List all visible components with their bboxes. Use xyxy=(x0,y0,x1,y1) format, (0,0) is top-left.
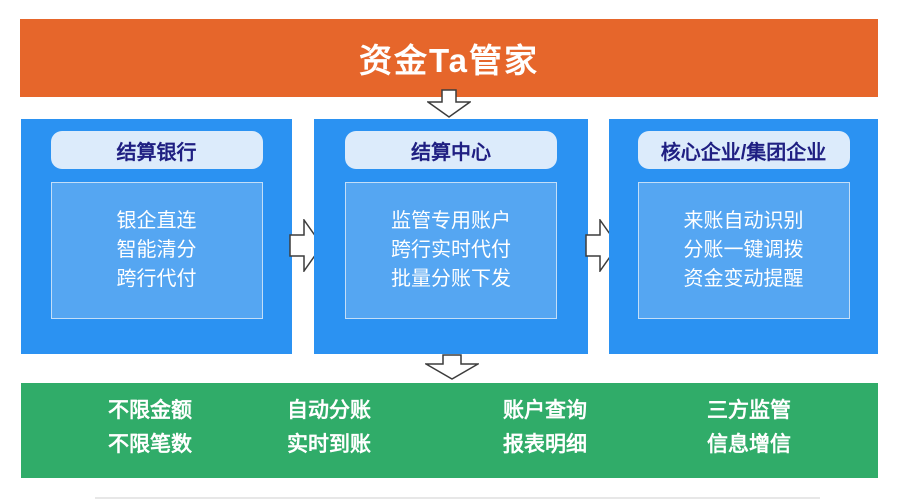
feature-item: 来账自动识别 xyxy=(683,210,804,232)
feature-item: 跨行代付 xyxy=(116,268,197,290)
feature-label: 报表明细 xyxy=(503,433,587,456)
feature-item: 银企直连 xyxy=(116,210,197,232)
feature-label: 不限笔数 xyxy=(108,433,192,456)
feature-item: 分账一键调拨 xyxy=(683,239,804,261)
feature-column: 账户查询 报表明细 xyxy=(503,396,587,460)
arrow-down-icon xyxy=(427,89,471,118)
core-enterprise-header: 核心企业/集团企业 xyxy=(637,131,850,169)
feature-label: 实时到账 xyxy=(287,433,371,456)
feature-label: 自动分账 xyxy=(287,399,371,422)
settlement-bank-header: 结算银行 xyxy=(50,131,263,169)
bottom-divider xyxy=(95,497,820,499)
feature-label: 信息增信 xyxy=(707,433,791,456)
settlement-center-header: 结算中心 xyxy=(345,131,557,169)
feature-item: 智能清分 xyxy=(116,239,197,261)
feature-item: 跨行实时代付 xyxy=(391,239,511,261)
feature-item: 资金变动提醒 xyxy=(683,268,804,290)
features-banner: 不限金额 不限笔数 自动分账 实时到账 账户查询 报表明细 三方监管 信息增信 xyxy=(21,383,878,478)
core-enterprise-box: 核心企业/集团企业 来账自动识别 分账一键调拨 资金变动提醒 xyxy=(609,119,878,354)
core-enterprise-header-label: 核心企业/集团企业 xyxy=(660,141,827,164)
feature-column: 三方监管 信息增信 xyxy=(707,396,791,460)
settlement-center-box: 结算中心 监管专用账户 跨行实时代付 批量分账下发 xyxy=(314,119,588,354)
page-title: 资金Ta管家 xyxy=(358,42,540,79)
settlement-center-feature-list: 监管专用账户 跨行实时代付 批量分账下发 xyxy=(345,182,557,319)
feature-label: 不限金额 xyxy=(108,399,192,422)
settlement-bank-header-label: 结算银行 xyxy=(116,141,197,164)
feature-column: 不限金额 不限笔数 xyxy=(108,396,192,460)
feature-column: 自动分账 实时到账 xyxy=(287,396,371,460)
arrow-right-icon xyxy=(289,219,323,272)
settlement-center-header-label: 结算中心 xyxy=(411,141,491,164)
arrow-down-icon xyxy=(425,354,479,380)
feature-label: 账户查询 xyxy=(503,399,587,422)
core-enterprise-feature-list: 来账自动识别 分账一键调拨 资金变动提醒 xyxy=(637,182,850,319)
settlement-bank-box: 结算银行 银企直连 智能清分 跨行代付 xyxy=(21,119,292,354)
title-banner: 资金Ta管家 xyxy=(20,19,878,97)
feature-item: 批量分账下发 xyxy=(391,268,511,290)
feature-item: 监管专用账户 xyxy=(391,210,511,232)
feature-label: 三方监管 xyxy=(707,399,791,422)
settlement-bank-feature-list: 银企直连 智能清分 跨行代付 xyxy=(50,182,263,319)
